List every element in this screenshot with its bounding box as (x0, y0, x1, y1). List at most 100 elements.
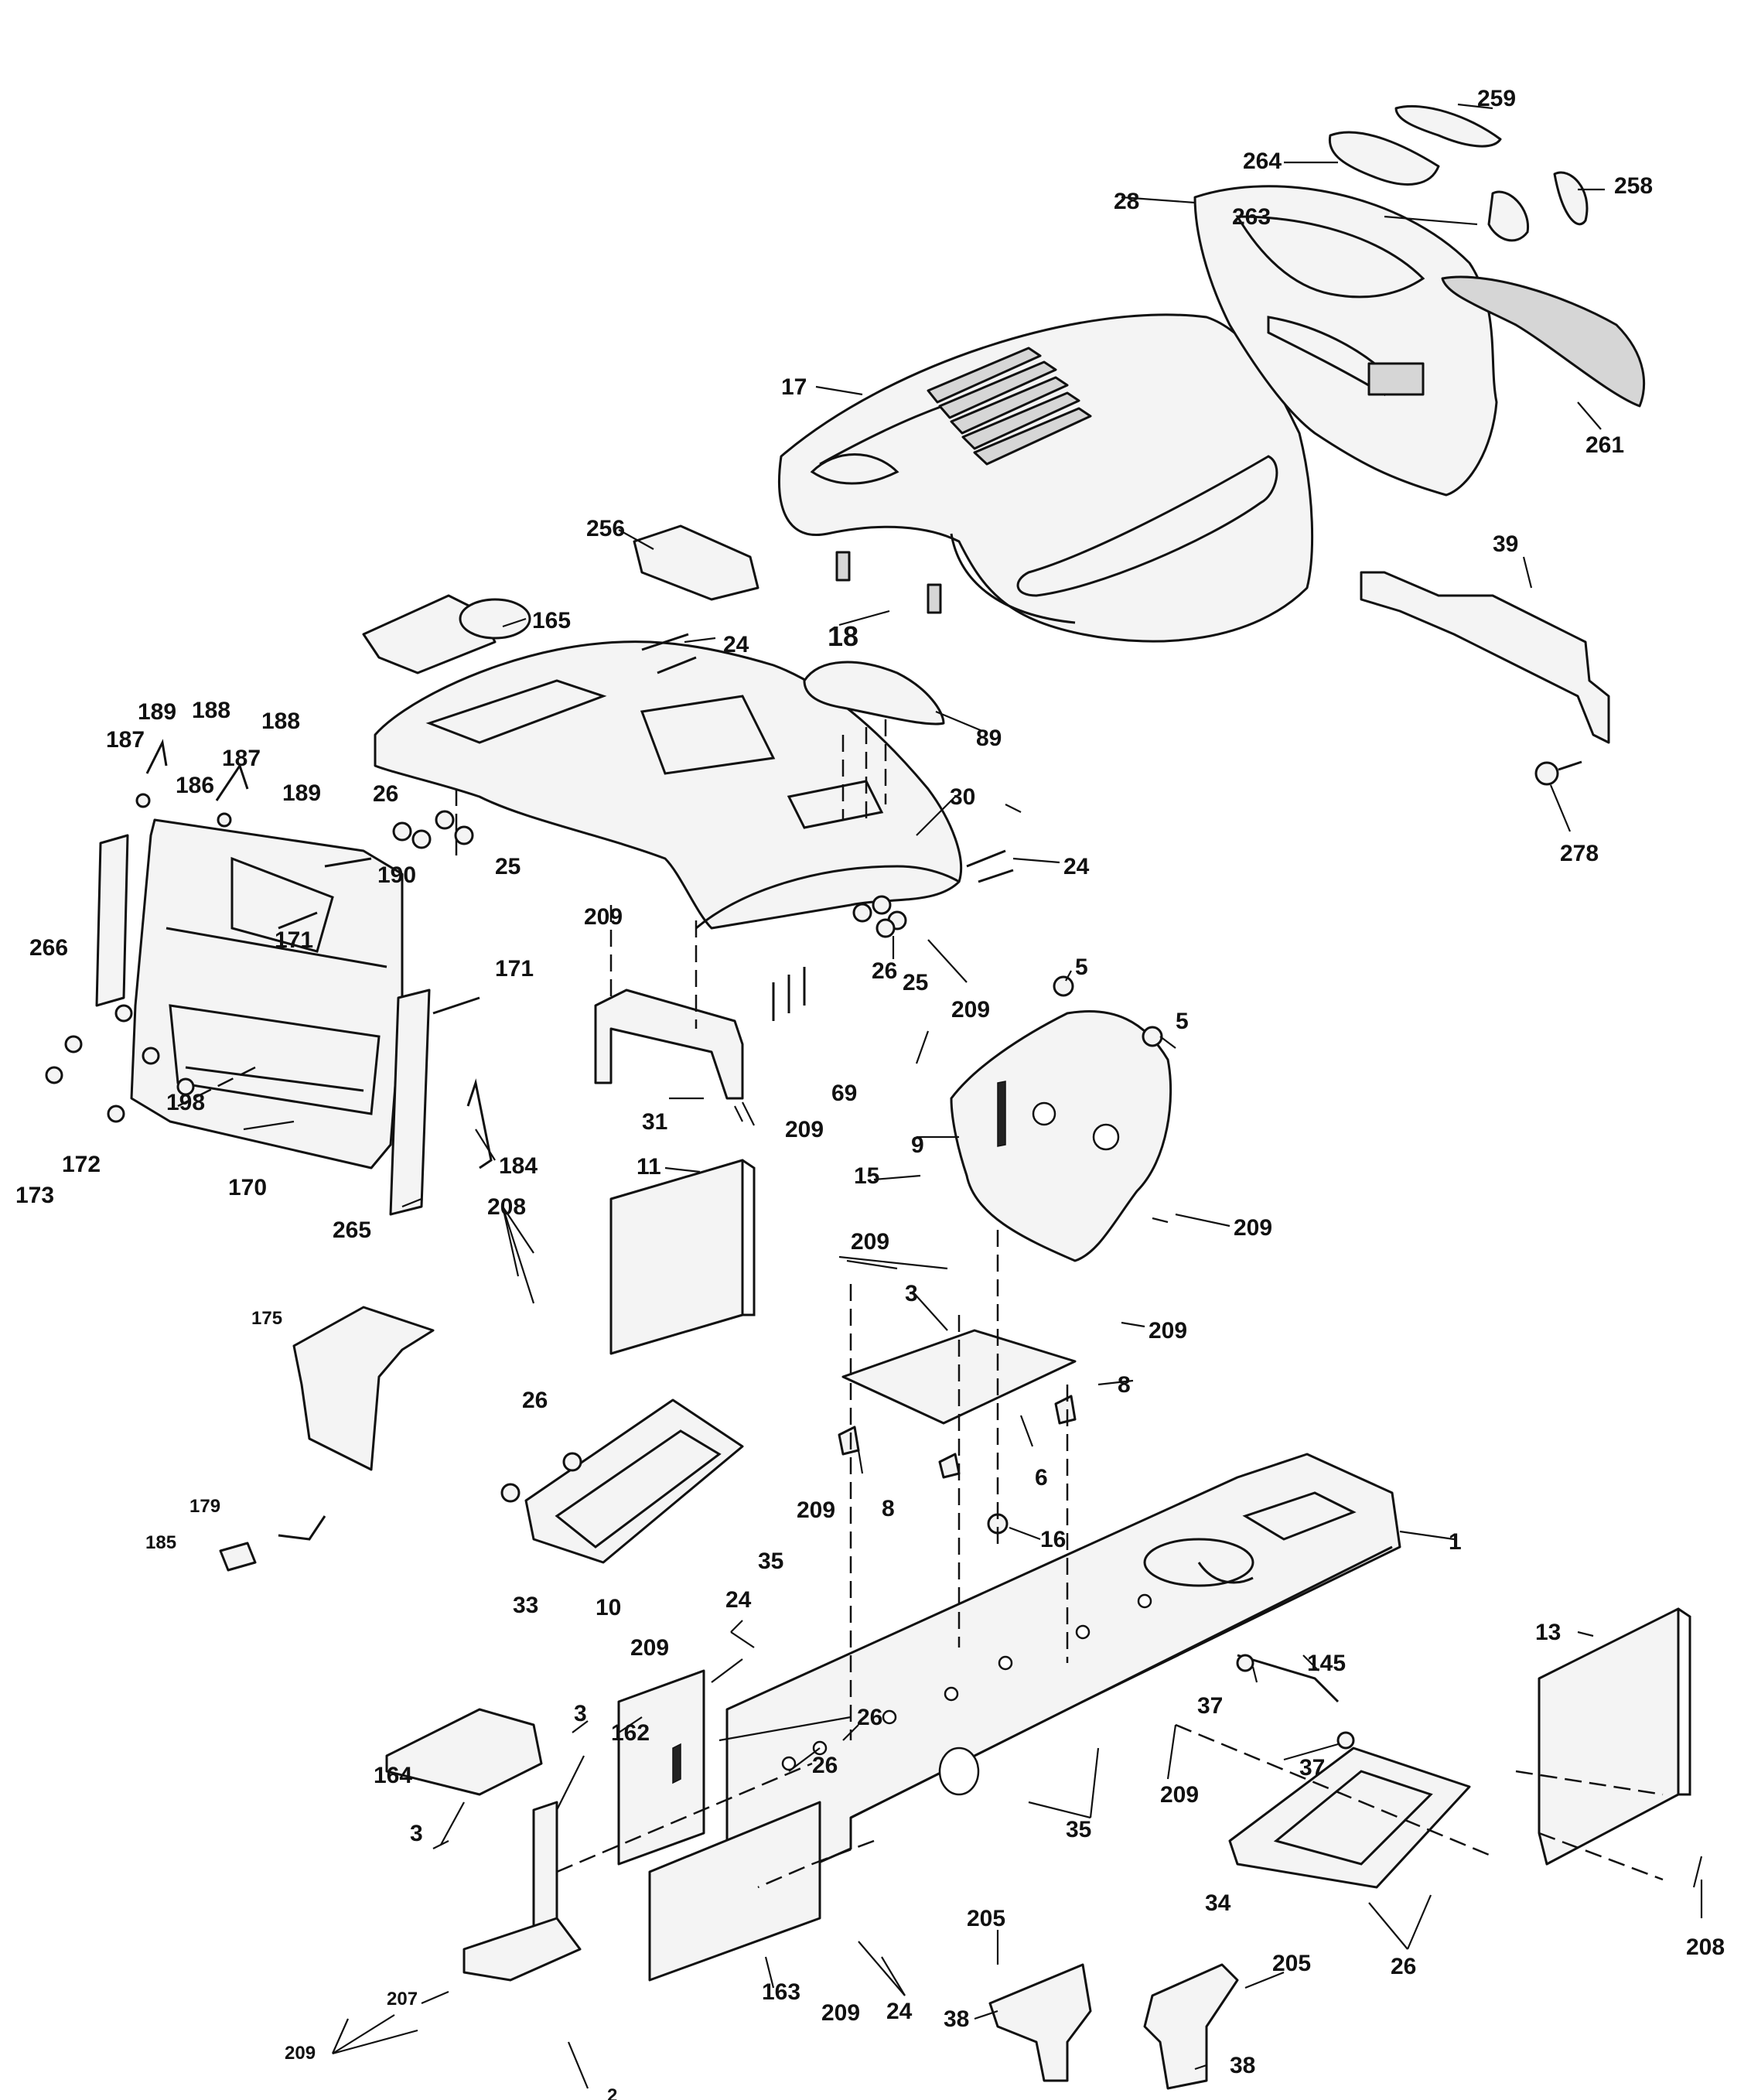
callout-label: 34 (1205, 1890, 1231, 1916)
callout-label: 190 (377, 862, 416, 888)
callout-label: 37 (1299, 1755, 1325, 1781)
callout-label: 35 (1066, 1817, 1091, 1842)
callout-label: 189 (282, 780, 321, 806)
callout-label: 10 (596, 1595, 621, 1620)
grille-housing (1193, 185, 1498, 497)
callout-label: 8 (882, 1496, 895, 1521)
callout-label: 26 (522, 1388, 548, 1413)
hood-part (778, 313, 1314, 643)
callout-label: 30 (950, 784, 975, 810)
callout-label: 24 (886, 1999, 913, 2024)
callout-label: 26 (857, 1705, 882, 1730)
callout-label: 24 (1063, 854, 1090, 879)
callout-label: 259 (1477, 86, 1516, 111)
callout-label: 16 (1040, 1527, 1066, 1552)
callout-label: 162 (611, 1720, 650, 1746)
callout-label: 37 (1197, 1693, 1223, 1719)
callout-label: 26 (872, 958, 897, 984)
callout-label: 3 (574, 1701, 587, 1726)
callout-label: 35 (758, 1549, 783, 1574)
callout-label: 13 (1535, 1620, 1561, 1645)
callout-label: 278 (1560, 841, 1599, 866)
fender-assembly (362, 524, 1014, 1100)
callout-label: 26 (373, 781, 398, 807)
callout-label: 205 (1272, 1951, 1311, 1976)
callout-label: 207 (387, 1989, 418, 2010)
callout-label: 209 (851, 1229, 889, 1255)
callout-label: 208 (487, 1194, 526, 1220)
control-plates (500, 975, 1172, 1564)
callout-label: 38 (1230, 2053, 1255, 2078)
callout-label: 175 (251, 1308, 282, 1329)
assembly-lines (177, 719, 1664, 1889)
callout-label: 26 (1391, 1954, 1416, 1979)
callout-label: 265 (333, 1217, 371, 1243)
callout-label: 208 (1686, 1934, 1725, 1960)
callout-label: 209 (1149, 1318, 1187, 1344)
callout-label: 173 (15, 1183, 54, 1208)
callout-label: 209 (1160, 1782, 1199, 1808)
callout-label: 18 (828, 620, 858, 652)
callout-label: 145 (1307, 1651, 1346, 1676)
callout-label: 164 (374, 1763, 412, 1788)
callout-label: 28 (1114, 189, 1139, 214)
callout-label: 24 (723, 632, 749, 657)
callout-label: 209 (1234, 1215, 1272, 1241)
callout-label: 189 (138, 699, 176, 725)
dash-panel (130, 818, 404, 1170)
callout-label: 179 (189, 1496, 220, 1517)
callout-label: 6 (1035, 1465, 1048, 1490)
hood-assembly (778, 104, 1646, 786)
callout-label: 26 (812, 1753, 838, 1778)
callout-label: 187 (106, 727, 145, 753)
callout-label: 163 (762, 1979, 800, 2005)
callout-label: 25 (495, 854, 521, 879)
callout-label: 209 (584, 904, 623, 930)
callout-label: 261 (1585, 432, 1624, 458)
callout-label: 17 (781, 374, 807, 400)
callout-label: 209 (785, 1117, 824, 1142)
callout-label: 170 (228, 1175, 267, 1200)
callout-label: 33 (513, 1593, 538, 1618)
callout-label: 24 (725, 1587, 752, 1613)
callout-label: 209 (797, 1497, 835, 1523)
callout-label: 171 (275, 927, 313, 953)
callout-label: 172 (62, 1152, 101, 1177)
callout-labels: 259 264 258 28 263 261 17 39 278 256 18 … (15, 86, 1725, 2100)
callout-label: 5 (1176, 1009, 1189, 1034)
callout-label: 5 (1075, 954, 1088, 980)
callout-label: 15 (854, 1163, 879, 1189)
callout-label: 205 (967, 1906, 1005, 1931)
callout-label: 209 (630, 1635, 669, 1661)
callout-label: 31 (642, 1109, 667, 1135)
callout-label: 69 (831, 1081, 857, 1106)
callout-label: 209 (951, 997, 990, 1023)
callout-label: 2 (607, 2085, 617, 2100)
callout-label: 38 (944, 2006, 969, 2032)
callout-label: 3 (905, 1281, 918, 1306)
callout-label: 186 (176, 773, 214, 798)
callout-label: 39 (1493, 531, 1518, 557)
callout-label: 188 (261, 709, 300, 734)
callout-label: 9 (911, 1132, 924, 1158)
callout-label: 264 (1243, 149, 1282, 174)
callout-label: 184 (499, 1153, 538, 1179)
fender-body (374, 640, 963, 930)
callout-label: 258 (1614, 173, 1653, 199)
callout-label: 185 (145, 1532, 176, 1553)
grille-mesh (1441, 275, 1646, 408)
callout-label: 266 (29, 935, 68, 961)
callout-label: 188 (192, 698, 230, 723)
callout-label: 209 (285, 2043, 316, 2064)
callout-label: 11 (637, 1154, 661, 1180)
callout-label: 8 (1118, 1372, 1131, 1398)
callout-label: 3 (410, 1821, 423, 1846)
callout-label: 89 (976, 726, 1002, 751)
callout-label: 187 (222, 746, 261, 771)
callout-label: 209 (821, 2000, 860, 2026)
callout-label: 25 (903, 970, 928, 995)
callout-label: 1 (1449, 1529, 1462, 1555)
callout-label: 256 (586, 516, 625, 541)
dash-panel-assembly (45, 739, 493, 1572)
